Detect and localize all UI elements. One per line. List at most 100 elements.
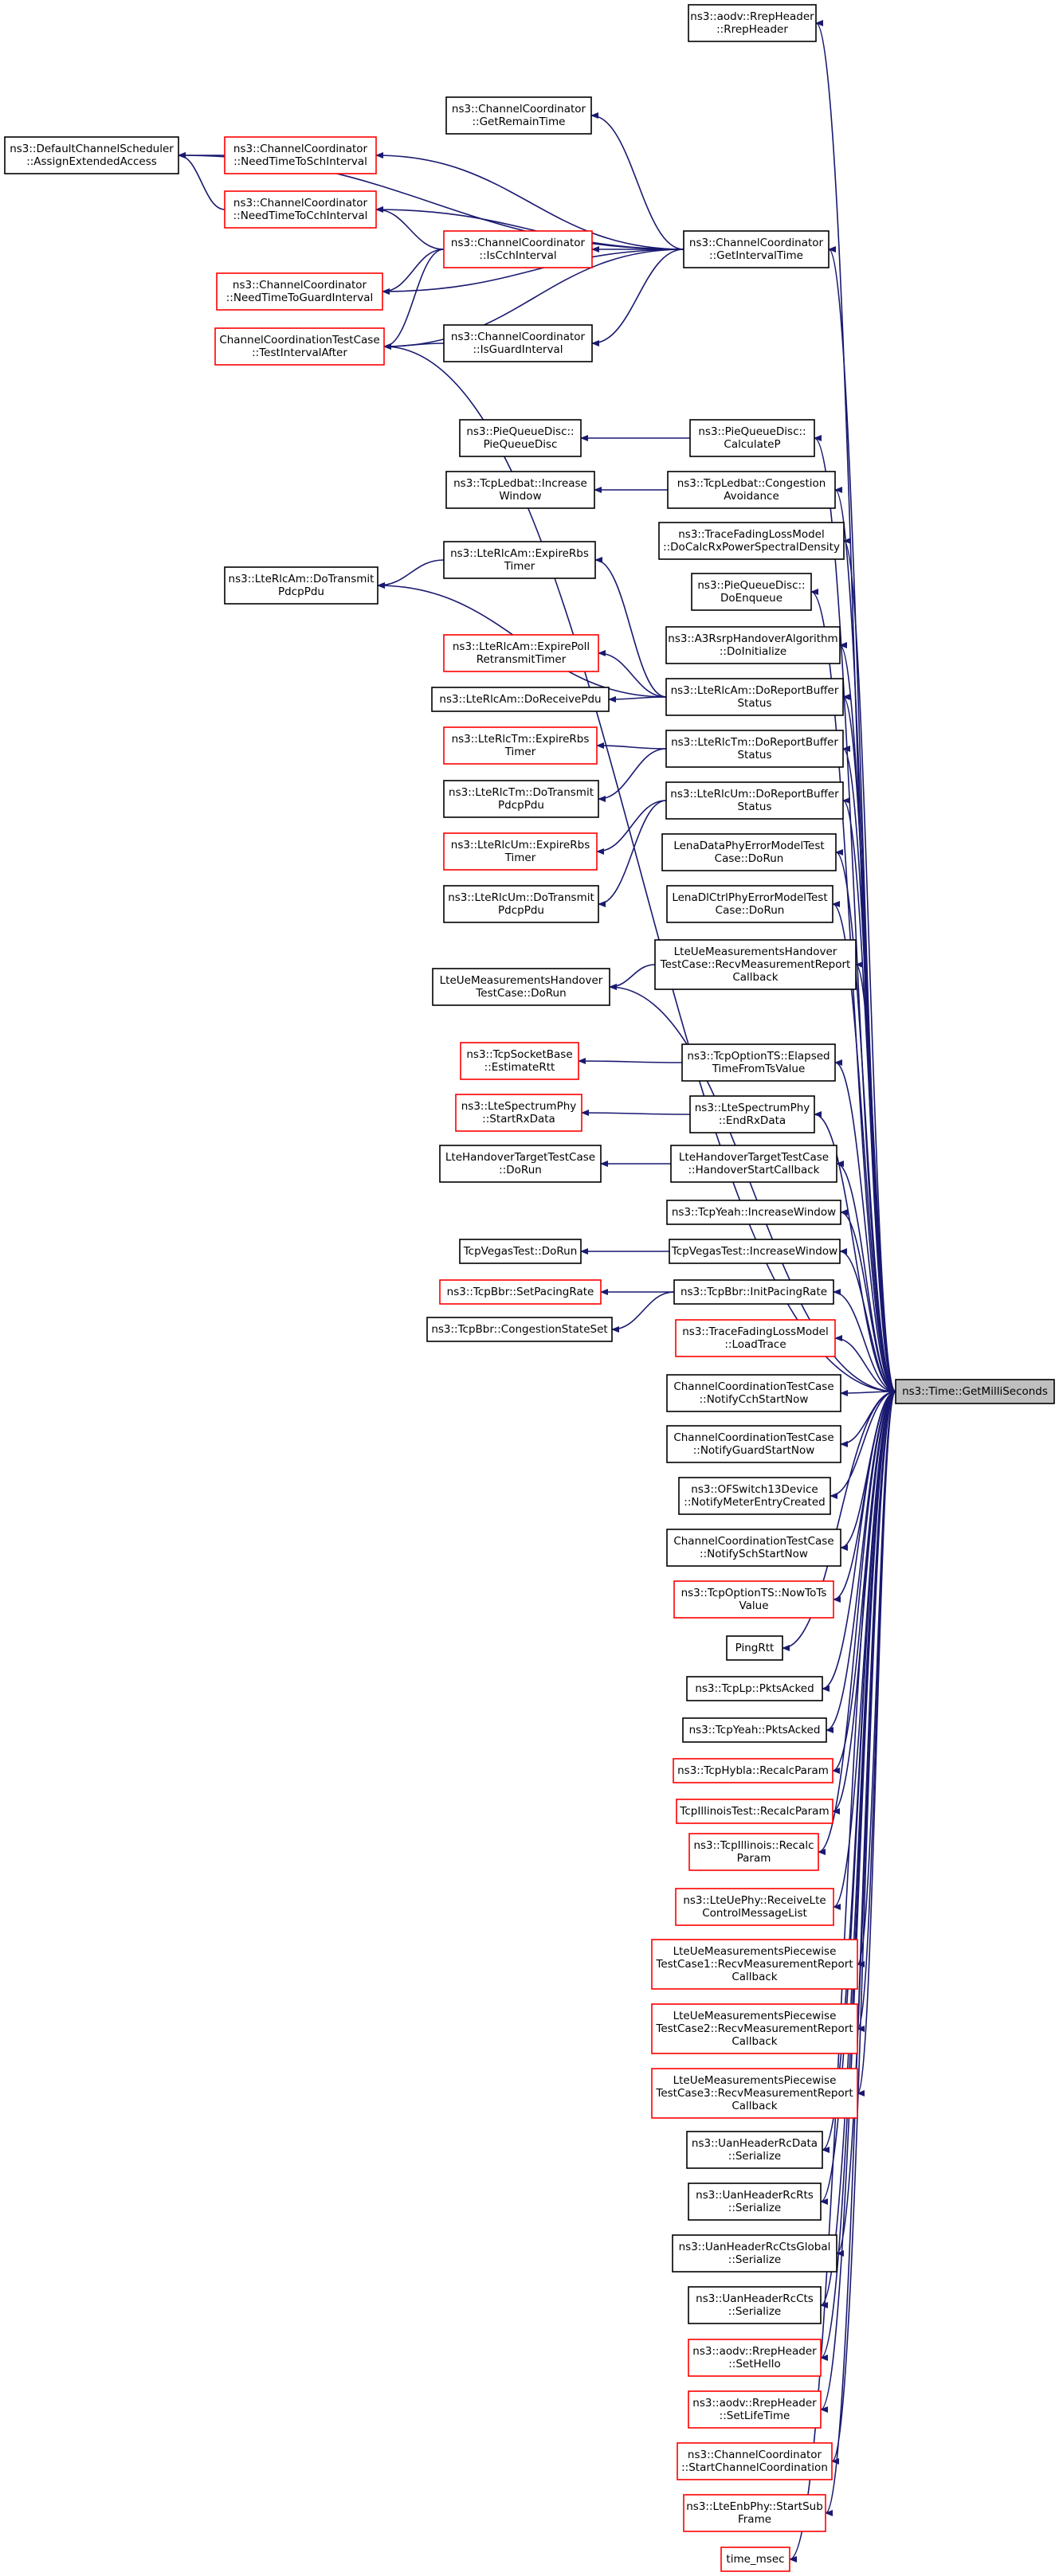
node-lsp-srx[interactable]: ns3::LteSpectrumPhy::StartRxData (455, 1094, 582, 1132)
node-cc-iscch[interactable]: ns3::ChannelCoordinator::IsCchInterval (443, 230, 593, 268)
node-a3-di[interactable]: ns3::A3RsrpHandoverAlgorithm::DoInitiali… (665, 626, 841, 664)
node-th-rp[interactable]: ns3::TcpHybla::RecalcParam (673, 1758, 833, 1783)
node-tflm-lt[interactable]: ns3::TraceFadingLossModel::LoadTrace (675, 1319, 836, 1357)
node-box (443, 634, 599, 672)
node-tlp-pa[interactable]: ns3::TcpLp::PktsAcked (686, 1676, 823, 1701)
node-cc-ntts[interactable]: ns3::ChannelCoordinator::NeedTimeToSchIn… (224, 136, 377, 174)
node-uhrc-s[interactable]: ns3::UanHeaderRcCts::Serialize (688, 2286, 822, 2324)
edge-gms-to-uhrr-s (820, 1391, 896, 2205)
node-tit-rp[interactable]: TcpIllinoisTest::RecalcParam (676, 1799, 833, 1824)
node-label: ns3::ChannelCoordinator (233, 197, 368, 209)
node-uhrcg-s[interactable]: ns3::UanHeaderRcCtsGlobal::Serialize (672, 2234, 837, 2273)
node-ty-iw[interactable]: ns3::TcpYeah::IncreaseWindow (666, 1200, 841, 1225)
node-pq-pq[interactable]: ns3::PieQueueDisc::PieQueueDisc (459, 419, 582, 457)
node-tl-iw[interactable]: ns3::TcpLedbat::IncreaseWindow (445, 471, 595, 509)
node-pq-de[interactable]: ns3::PieQueueDisc::DoEnqueue (691, 573, 812, 611)
edge-gms-to-tlp-pa (822, 1391, 896, 1692)
node-ti-rp[interactable]: ns3::TcpIllinois::RecalcParam (688, 1833, 819, 1871)
node-tb-ipr[interactable]: ns3::TcpBbr::InitPacingRate (673, 1279, 834, 1305)
node-cc-isg[interactable]: ns3::ChannelCoordinator::IsGuardInterval (443, 324, 593, 362)
node-tv-dr[interactable]: TcpVegasTest::DoRun (459, 1239, 582, 1264)
node-lump3[interactable]: LteUeMeasurementsPiecewiseTestCase3::Rec… (651, 2068, 858, 2119)
node-lup-rlcml[interactable]: ns3::LteUePhy::ReceiveLteControlMessageL… (675, 1888, 834, 1926)
node-box (426, 1317, 613, 1342)
node-dcs-aea[interactable]: ns3::DefaultChannelScheduler::AssignExte… (4, 136, 179, 174)
edge-gms-to-pingrtt (782, 1391, 896, 1651)
node-label: ns3::UanHeaderRcRts (696, 2189, 814, 2202)
node-lhtc-dr[interactable]: LteHandoverTargetTestCase::DoRun (439, 1145, 602, 1183)
node-box (678, 1477, 831, 1515)
node-tb-spr[interactable]: ns3::TcpBbr::SetPacingRate (439, 1279, 602, 1305)
node-ty-pa[interactable]: ns3::TcpYeah::PktsAcked (682, 1717, 827, 1743)
node-label: Status (737, 749, 771, 761)
node-box (689, 1095, 815, 1133)
node-box (672, 2234, 837, 2273)
node-cc-scc[interactable]: ns3::ChannelCoordinator::StartChannelCoo… (677, 2442, 833, 2480)
node-box (688, 2183, 822, 2221)
node-label: PdcpPdu (278, 585, 324, 598)
node-lsp-erx[interactable]: ns3::LteSpectrumPhy::EndRxData (689, 1095, 815, 1133)
node-lumh-rmrc[interactable]: LteUeMeasurementsHandoverTestCase::RecvM… (654, 939, 857, 990)
node-cc-git[interactable]: ns3::ChannelCoordinator::GetIntervalTime (683, 230, 830, 268)
edge-lru-drbs-to-lru-dtp (598, 800, 667, 907)
edge-lra-erbs-to-lra-dtp (377, 559, 445, 589)
edge-tb-ipr-to-tb-css (611, 1291, 675, 1333)
node-lump2[interactable]: LteUeMeasurementsPiecewiseTestCase2::Rec… (651, 2003, 858, 2054)
node-ofs-nmec[interactable]: ns3::OFSwitch13Device::NotifyMeterEntryC… (678, 1477, 831, 1515)
node-rrep-slt[interactable]: ns3::aodv::RrepHeader::SetLifeTime (688, 2390, 822, 2429)
node-uhrr-s[interactable]: ns3::UanHeaderRcRts::Serialize (688, 2183, 822, 2221)
node-tsb-ertt[interactable]: ns3::TcpSocketBase::EstimateRtt (460, 1042, 579, 1080)
node-label: ::Serialize (728, 2305, 781, 2318)
node-label: ns3::ChannelCoordinator (451, 331, 586, 343)
node-lra-drp[interactable]: ns3::LteRlcAm::DoReceivePdu (431, 687, 610, 712)
node-cc-grt[interactable]: ns3::ChannelCoordinator::GetRemainTime (445, 96, 592, 135)
node-cc-nttc[interactable]: ns3::ChannelCoordinator::NeedTimeToCchIn… (224, 190, 377, 229)
node-box (689, 419, 815, 457)
node-rrep-sh[interactable]: ns3::aodv::RrepHeader::SetHello (688, 2339, 822, 2377)
node-label: ns3::TcpOptionTS::NowToTs (681, 1587, 827, 1599)
edge-lrt-drbs-to-lrt-dtp (598, 748, 667, 802)
node-cctc-nssn[interactable]: ChannelCoordinationTestCase::NotifySchSt… (666, 1529, 841, 1567)
node-label: ns3::aodv::RrepHeader (690, 10, 814, 23)
node-label: ns3::A3RsrpHandoverAlgorithm (668, 632, 837, 645)
node-box (683, 2494, 826, 2532)
node-tv-iw[interactable]: TcpVegasTest::IncreaseWindow (669, 1239, 841, 1264)
node-cc-nttg[interactable]: ns3::ChannelCoordinator::NeedTimeToGuard… (216, 272, 383, 311)
node-cctc-ncsn[interactable]: ChannelCoordinationTestCase::NotifyCchSt… (666, 1374, 841, 1412)
node-rrep-hdr[interactable]: ns3::aodv::RrepHeader::RrepHeader (688, 4, 817, 42)
node-lhtc-hsc[interactable]: LteHandoverTargetTestCase::HandoverStart… (670, 1145, 837, 1183)
node-cctc-ngsn[interactable]: ChannelCoordinationTestCase::NotifyGuard… (666, 1425, 841, 1463)
node-box (651, 1939, 858, 1990)
node-label: ns3::PieQueueDisc:: (698, 425, 806, 438)
node-cctc-tia[interactable]: ChannelCoordinationTestCase::TestInterva… (214, 327, 385, 366)
node-pq-cp[interactable]: ns3::PieQueueDisc::CalculateP (689, 419, 815, 457)
node-uhrd-s[interactable]: ns3::UanHeaderRcData::Serialize (686, 2131, 823, 2169)
node-time-msec[interactable]: time_msec (720, 2547, 790, 2572)
edge-gms-to-tots-et (834, 1059, 896, 1392)
node-pingrtt[interactable]: PingRtt (726, 1635, 783, 1661)
node-tb-css[interactable]: ns3::TcpBbr::CongestionStateSet (426, 1317, 613, 1342)
node-label: ns3::TcpYeah::IncreaseWindow (672, 1206, 836, 1219)
node-label: LenaDataPhyErrorModelTest (673, 840, 824, 852)
node-label: ::HandoverStartCallback (688, 1164, 819, 1176)
node-lump1[interactable]: LteUeMeasurementsPiecewiseTestCase1::Rec… (651, 1939, 858, 1990)
node-tflm-dc[interactable]: ns3::TraceFadingLossModel::DoCalcRxPower… (658, 522, 845, 560)
node-gms[interactable]: ns3::Time::GetMilliSeconds (895, 1379, 1055, 1404)
